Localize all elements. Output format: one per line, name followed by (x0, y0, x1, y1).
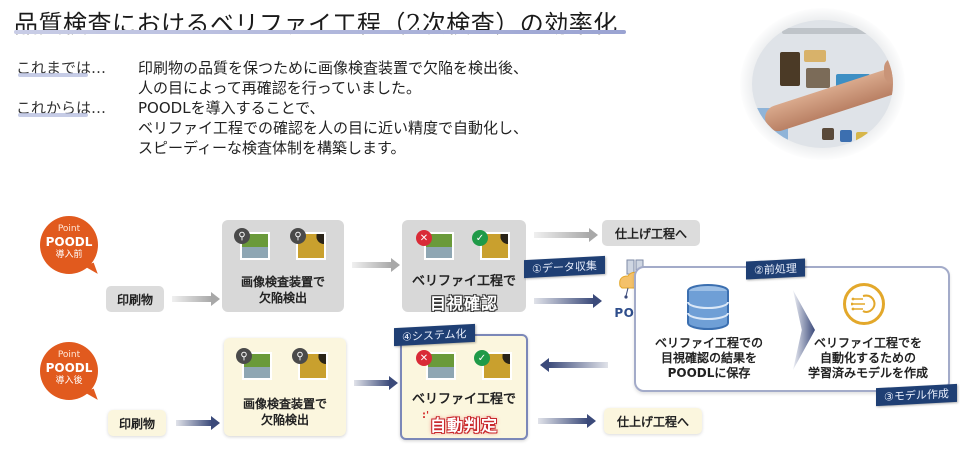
intro-before-row-2: 人の目によって再確認を行っていました。 (16, 78, 528, 98)
create-model-text: ベリファイ工程でを 自動化するための 学習済みモデルを作成 (808, 336, 928, 381)
before-line-1: 印刷物の品質を保つために画像検査装置で欠陥を検出後、 (138, 59, 529, 77)
inspection-text-1: 画像検査装置で (242, 397, 327, 411)
intro-before-row: これまでは… 印刷物の品質を保つために画像検査装置で欠陥を検出後、 (16, 58, 528, 78)
after-label-text: これからは… (16, 99, 107, 117)
photo-rail (782, 28, 892, 34)
ai-brain-icon (843, 283, 885, 325)
before-label: これまでは… (16, 58, 138, 78)
point-badge-before: Point POODL 導入前 (40, 216, 98, 274)
intro-after-row-3: スピーディーな検査体制を構築します。 (16, 138, 528, 158)
reject-x-icon: ✕ (416, 350, 432, 366)
database-icon (687, 284, 729, 330)
inspection-text-1: 画像検査装置で (240, 275, 325, 289)
magnifier-icon: ⚲ (290, 228, 306, 244)
before-line-2: 人の目によって再確認を行っていました。 (138, 79, 422, 97)
photo-poster (780, 52, 800, 86)
approve-check-icon: ✓ (474, 350, 490, 366)
verify-text: ベリファイ工程で (411, 274, 516, 289)
inspection-text-2: 欠陥検出 (258, 291, 307, 305)
arrow-right-icon (176, 416, 220, 430)
after-line-1: POODLを導入することで、 (138, 99, 325, 117)
arrow-right-icon (354, 376, 398, 390)
inspection-box-after: ⚲ ⚲ 画像検査装置で 欠陥検出 (224, 338, 346, 436)
badge-poodl-text: POODL (45, 361, 93, 375)
poodl-process-panel (634, 266, 950, 392)
photo-hand (884, 58, 893, 84)
arrow-right-icon (172, 292, 220, 306)
step-1-data-collection-tag: ①データ収集 (524, 255, 605, 279)
after-line-2: ベリファイ工程での確認を人の目に近い精度で自動化し、 (138, 119, 529, 137)
before-label-text: これまでは… (16, 59, 107, 77)
label-highlight (18, 73, 88, 77)
model-text-2: 自動化するための (819, 351, 916, 365)
photo-poster (822, 128, 834, 140)
intro-text-block: これまでは… 印刷物の品質を保つために画像検査装置で欠陥を検出後、 人の目によっ… (16, 58, 528, 158)
approve-check-icon: ✓ (472, 230, 488, 246)
model-text-1: ベリファイ工程でを (813, 336, 922, 350)
circuit-brain-glyph (851, 294, 876, 313)
after-label: これからは… (16, 98, 138, 118)
input-printed-matter-after: 印刷物 (108, 410, 166, 436)
model-text-3: 学習済みモデルを作成 (808, 366, 929, 380)
after-line-3: スピーディーな検査体制を構築します。 (138, 139, 406, 157)
output-finishing-after: 仕上げ工程へ (604, 408, 702, 434)
arrow-right-icon (534, 228, 598, 242)
photo-poster (856, 132, 868, 144)
step-3-model-creation-tag: ③モデル作成 (876, 383, 957, 407)
store-text-1: ベリファイ工程での (654, 336, 763, 350)
store-results-text: ベリファイ工程での 目視確認の結果を POODLに保存 (652, 336, 766, 381)
magnifier-icon: ⚲ (234, 228, 250, 244)
input-printed-matter-before: 印刷物 (106, 286, 164, 312)
badge-phase-text: 導入後 (55, 376, 83, 386)
badge-point-text: Point (57, 350, 81, 360)
visual-check-emphasis: 目視確認 (429, 294, 498, 313)
badge-point-text: Point (57, 224, 81, 234)
badge-poodl-text: POODL (45, 235, 93, 249)
photo-scene (752, 20, 893, 148)
arrow-right-icon (352, 258, 400, 272)
badge-phase-text: 導入前 (55, 250, 83, 260)
arrow-right-icon (538, 414, 596, 428)
photo-poster (840, 130, 852, 142)
print-inspection-photo (740, 8, 905, 160)
photo-poster (806, 68, 830, 88)
photo-poster (804, 50, 826, 62)
reject-x-icon: ✕ (416, 230, 432, 246)
auto-judgment-emphasis: 自動判定 (429, 416, 498, 435)
intro-after-row-2: ベリファイ工程での確認を人の目に近い精度で自動化し、 (16, 118, 528, 138)
verify-text: ベリファイ工程で (411, 392, 516, 407)
verify-box-after: ✕ ✓ ベリファイ工程で :' 自動判定 (400, 334, 528, 440)
store-text-2: 目視確認の結果を (660, 351, 757, 365)
store-text-3: POODLに保存 (667, 366, 751, 380)
spark-icon: :' (422, 410, 430, 421)
verify-box-before: ✕ ✓ ベリファイ工程で 目視確認 (402, 220, 526, 313)
step-2-preprocessing-tag: ②前処理 (746, 258, 805, 280)
point-badge-after: Point POODL 導入後 (40, 342, 98, 400)
title-underline (14, 30, 626, 34)
magnifier-icon: ⚲ (236, 348, 252, 364)
arrow-right-icon (534, 294, 602, 308)
intro-after-row: これからは… POODLを導入することで、 (16, 98, 528, 118)
defect-thumbnail-yellow (296, 232, 326, 260)
output-finishing-before: 仕上げ工程へ (602, 220, 700, 246)
inspection-text-2: 欠陥検出 (260, 413, 309, 427)
inspection-box-before: ⚲ ⚲ 画像検査装置で 欠陥検出 (222, 220, 344, 312)
arrow-left-icon (540, 358, 608, 372)
label-highlight (18, 113, 88, 117)
magnifier-icon: ⚲ (292, 348, 308, 364)
